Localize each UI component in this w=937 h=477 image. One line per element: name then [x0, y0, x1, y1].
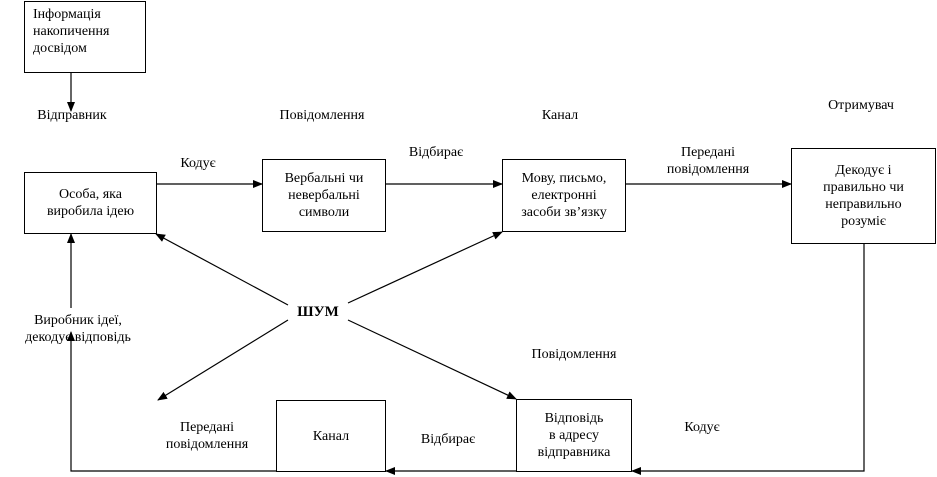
receiver-box: Декодує і правильно чи неправильно розум…	[791, 148, 936, 244]
arrow-noise-to-channel	[347, 231, 503, 304]
selects-bottom-label: Відбирає	[420, 432, 476, 447]
arrow-noise-to-person	[155, 233, 289, 306]
message-top-label: Повідомлення	[279, 108, 365, 123]
sender-label: Відправник	[37, 108, 107, 123]
arrow-noise-to-bottom-left	[157, 319, 289, 401]
channel-bottom-box: Канал	[276, 400, 386, 472]
person-box: Особа, яка виробила ідею	[24, 172, 157, 234]
selects-top-label: Відбирає	[408, 145, 464, 160]
transmitted-bottom-label: Передані повідомлення	[165, 420, 249, 452]
arrow-channel-to-producer	[67, 331, 276, 472]
message-bottom-label: Повідомлення	[531, 347, 617, 362]
transmitted-top-label: Передані повідомлення	[666, 145, 750, 177]
symbols-box: Вербальні чи невербальні символи	[262, 159, 386, 232]
reply-box: Відповідь в адресу відправника	[516, 399, 632, 472]
channel-top-box: Мову, письмо, електронні засоби зв’язку	[502, 159, 626, 232]
noise-label: ШУМ	[297, 304, 339, 320]
channel-header-label: Канал	[541, 108, 579, 123]
encodes-top-label: Кодує	[180, 156, 216, 171]
receiver-header-label: Отримувач	[828, 98, 894, 113]
arrow-receiver-to-reply	[631, 244, 865, 475]
producer-label: Виробник ідеї, декодує відповідь	[25, 313, 131, 345]
arrow-noise-to-reply	[347, 319, 517, 400]
experience-box: Інформація накопичення досвідом	[24, 1, 146, 73]
encodes-bottom-label: Кодує	[684, 420, 720, 435]
